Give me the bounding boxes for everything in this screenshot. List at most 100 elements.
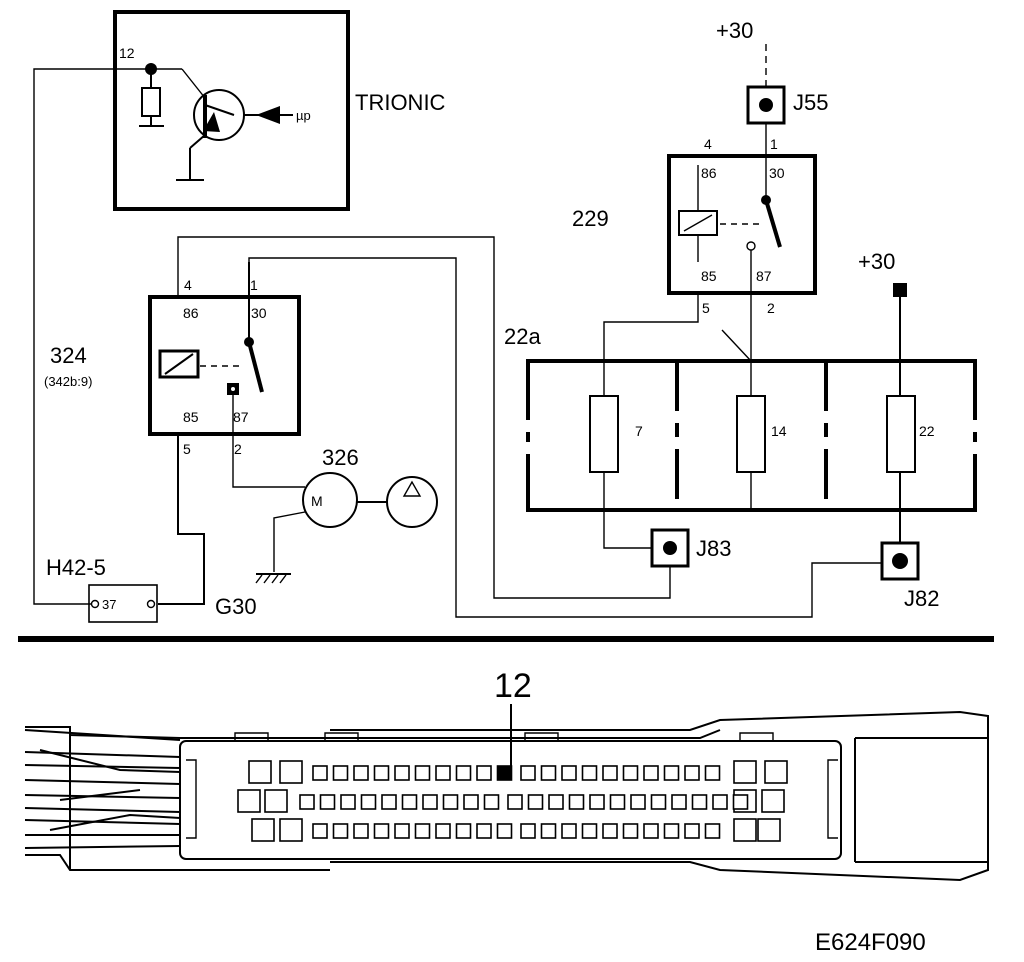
connector-pin	[394, 765, 410, 781]
connector-pin	[442, 794, 459, 810]
connector-pin	[312, 765, 328, 781]
relay-324-wire-5: 5	[183, 441, 191, 457]
connector-pin	[455, 765, 472, 781]
relay-324-id: 324	[50, 343, 87, 368]
ecu-connector	[24, 710, 989, 882]
fusebox-id: 22a	[504, 324, 541, 349]
relay-324-pin-85: 85	[183, 409, 199, 425]
pump-triangle-icon	[402, 480, 422, 497]
connector-pin	[609, 794, 626, 810]
relay-229-wire-4: 4	[704, 136, 712, 152]
connector-pin	[373, 765, 390, 781]
connector-pin	[757, 818, 781, 842]
connector-pin	[712, 794, 728, 810]
relay-229-box	[667, 154, 817, 295]
connector-pin	[561, 823, 577, 839]
supply-j55-label: +30	[716, 18, 753, 43]
junction-j82-label: J82	[904, 586, 939, 611]
pump-icon	[386, 476, 438, 528]
relay-324-reference: (342b:9)	[44, 374, 92, 389]
connector-pin	[732, 794, 749, 810]
relay-324-wire-4: 4	[184, 277, 192, 293]
relay-324-pin-30: 30	[251, 305, 267, 321]
connector-pin	[704, 765, 721, 781]
connector-pin	[483, 794, 500, 810]
figure-code: E624F090	[815, 929, 926, 956]
connector-pin	[414, 765, 431, 781]
connector-pin	[548, 794, 564, 810]
ground-g30-label: G30	[215, 594, 257, 619]
relay-324-wire-2: 2	[234, 441, 242, 457]
connector-pin	[381, 794, 397, 810]
connector-pin	[496, 765, 513, 781]
connector-pin	[527, 794, 544, 810]
connector-pin	[435, 765, 451, 781]
connector-pin	[663, 765, 680, 781]
relay-229-pin-85: 85	[701, 268, 717, 284]
connector-pin	[684, 823, 700, 839]
connector-pin	[264, 789, 288, 813]
connector-pin	[360, 794, 377, 810]
connector-pin	[422, 794, 438, 810]
connector-pin	[394, 823, 410, 839]
connector-pin	[589, 794, 605, 810]
trionic-box	[113, 10, 350, 211]
pump-326-id: 326	[322, 445, 359, 470]
connector-pin	[733, 818, 757, 842]
relay-324-pin-87: 87	[233, 409, 249, 425]
connector-pin	[663, 823, 680, 839]
connector-pin	[455, 823, 472, 839]
connector-pin	[251, 818, 275, 842]
junction-j83-label: J83	[696, 536, 731, 561]
connector-pin	[279, 760, 303, 784]
connector-pin	[602, 823, 618, 839]
relay-229-pin-86: 86	[701, 165, 717, 181]
connector-pin	[561, 765, 577, 781]
relay-229-pin-30: 30	[769, 165, 785, 181]
h42-5-connector	[88, 584, 158, 623]
connector-pin	[733, 760, 757, 784]
relay-229-wire-2: 2	[767, 300, 775, 316]
trionic-input-label: µp	[296, 108, 311, 123]
connector-pin	[248, 760, 272, 784]
connector-pin	[340, 794, 356, 810]
connector-pin	[237, 789, 261, 813]
relay-229-id: 229	[572, 206, 609, 231]
connector-pin	[463, 794, 479, 810]
connector-pin	[581, 823, 598, 839]
connector-pin	[691, 794, 708, 810]
connector-pin	[684, 765, 700, 781]
connector-pin	[622, 765, 639, 781]
supply-j82-terminal	[893, 283, 907, 297]
connector-pin	[299, 794, 315, 810]
connector-pin	[568, 794, 585, 810]
supply-j82-label: +30	[858, 249, 895, 274]
junction-j83	[650, 528, 690, 568]
connector-pin	[540, 823, 557, 839]
relay-324-pin-86: 86	[183, 305, 199, 321]
transistor-arrow	[203, 112, 220, 132]
connector-pin	[414, 823, 431, 839]
connector-pin	[496, 823, 513, 839]
trionic-label: TRIONIC	[355, 90, 446, 115]
ecu-pin-callout: 12	[494, 667, 532, 705]
connector-pin	[332, 765, 349, 781]
pump-motor-icon	[302, 472, 358, 528]
ecu-pin-grid	[237, 760, 788, 842]
connector-pin	[650, 794, 667, 810]
input-arrow-icon	[256, 106, 280, 124]
pump-motor-label: M	[311, 493, 323, 509]
connector-pin	[279, 818, 303, 842]
connector-pin	[435, 823, 451, 839]
connector-pin	[520, 823, 536, 839]
connector-pin	[761, 789, 785, 813]
connector-pin	[622, 823, 639, 839]
h42-5-pin-37: 37	[102, 597, 116, 612]
connector-pin	[764, 760, 788, 784]
connector-pin	[540, 765, 557, 781]
connector-pin	[353, 823, 369, 839]
connector-pin	[602, 765, 618, 781]
connector-pin	[401, 794, 418, 810]
junction-j55-label: J55	[793, 90, 828, 115]
